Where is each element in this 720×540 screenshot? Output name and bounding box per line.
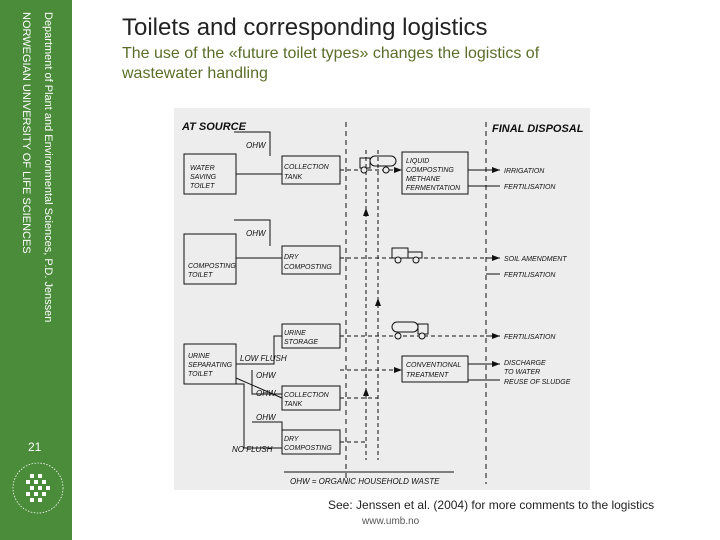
conventional-treatment-line-1: CONVENTIONAL xyxy=(406,362,461,369)
department-label: Department of Plant and Environmental Sc… xyxy=(42,12,54,323)
toilet-3-line-1: URINE xyxy=(188,353,210,360)
pickup-truck-icon xyxy=(391,247,423,264)
ohw-label-5: OHW xyxy=(256,413,277,422)
footer-note: See: Jenssen et al. (2004) for more comm… xyxy=(328,498,655,512)
final-disposal-label: FINAL DISPOSAL xyxy=(492,123,584,135)
at-source-label: AT SOURCE xyxy=(181,121,247,133)
fertilisation-label-3: FERTILISATION xyxy=(504,334,556,341)
legend-label: OHW = ORGANIC HOUSEHOLD WASTE xyxy=(290,477,440,486)
liquid-composting-line-3: METHANE xyxy=(406,176,441,183)
toilet-1-line-1: WATER xyxy=(190,165,215,172)
tanker-truck-icon xyxy=(359,155,397,174)
logistics-diagram-svg: AT SOURCE FINAL DISPOSAL OHW OHW OHW OHW… xyxy=(181,121,584,486)
liquid-composting-line-2: COMPOSTING xyxy=(406,167,454,174)
dry-composting-1-line-2: COMPOSTING xyxy=(284,264,332,271)
liquid-composting-line-1: LIQUID xyxy=(406,158,429,165)
collection-tank-2-line-2: TANK xyxy=(284,401,302,408)
university-label: NORWEGIAN UNIVERSITY OF LIFE SCIENCES xyxy=(20,12,32,254)
fertilisation-label-1: FERTILISATION xyxy=(504,184,556,191)
fertilisation-label-2: FERTILISATION xyxy=(504,272,556,279)
liquid-composting-line-4: FERMENTATION xyxy=(406,185,461,192)
soil-amendment-label: SOIL AMENDMENT xyxy=(504,256,567,263)
tanker-truck-icon-2 xyxy=(391,321,429,340)
toilet-2-line-1: COMPOSTING xyxy=(188,263,236,270)
no-flush-label: NO FLUSH xyxy=(232,445,273,454)
toilet-1-line-3: TOILET xyxy=(190,183,215,190)
conventional-treatment-line-2: TREATMENT xyxy=(406,372,449,379)
urine-storage-line-1: URINE xyxy=(284,330,306,337)
university-logo-icon xyxy=(12,462,64,514)
dry-composting-2-line-1: DRY xyxy=(284,436,300,443)
ohw-label-3: OHW xyxy=(256,371,277,380)
dry-composting-1-line-1: DRY xyxy=(284,254,300,261)
toilet-3-line-3: TOILET xyxy=(188,371,213,378)
toilet-1-line-2: SAVING xyxy=(190,174,217,181)
ohw-label-2: OHW xyxy=(246,229,267,238)
discharge-label-line-2: TO WATER xyxy=(504,369,540,376)
irrigation-label: IRRIGATION xyxy=(504,168,545,175)
discharge-label-line-1: DISCHARGE xyxy=(504,360,546,367)
sidebar: Department of Plant and Environmental Sc… xyxy=(0,0,72,540)
low-flush-label: LOW FLUSH xyxy=(240,354,287,363)
slide-title: Toilets and corresponding logistics xyxy=(122,14,488,41)
page-number: 21 xyxy=(28,440,42,454)
footer-url[interactable]: www.umb.no xyxy=(362,516,420,527)
collection-tank-1-line-2: TANK xyxy=(284,174,302,181)
collection-tank-2-line-1: COLLECTION xyxy=(284,392,330,399)
ohw-label-4: OHW xyxy=(256,389,277,398)
toilet-2-line-2: TOILET xyxy=(188,272,213,279)
slide-subtitle: The use of the «future toilet types» cha… xyxy=(122,45,540,82)
reuse-of-sludge-label: REUSE OF SLUDGE xyxy=(504,379,571,386)
logistics-diagram: AT SOURCE FINAL DISPOSAL OHW OHW OHW OHW… xyxy=(174,108,590,490)
collection-tank-1-line-1: COLLECTION xyxy=(284,164,330,171)
dry-composting-2-line-2: COMPOSTING xyxy=(284,445,332,452)
urine-storage-line-2: STORAGE xyxy=(284,339,318,346)
ohw-label-1: OHW xyxy=(246,141,267,150)
toilet-3-line-2: SEPARATING xyxy=(188,362,233,369)
